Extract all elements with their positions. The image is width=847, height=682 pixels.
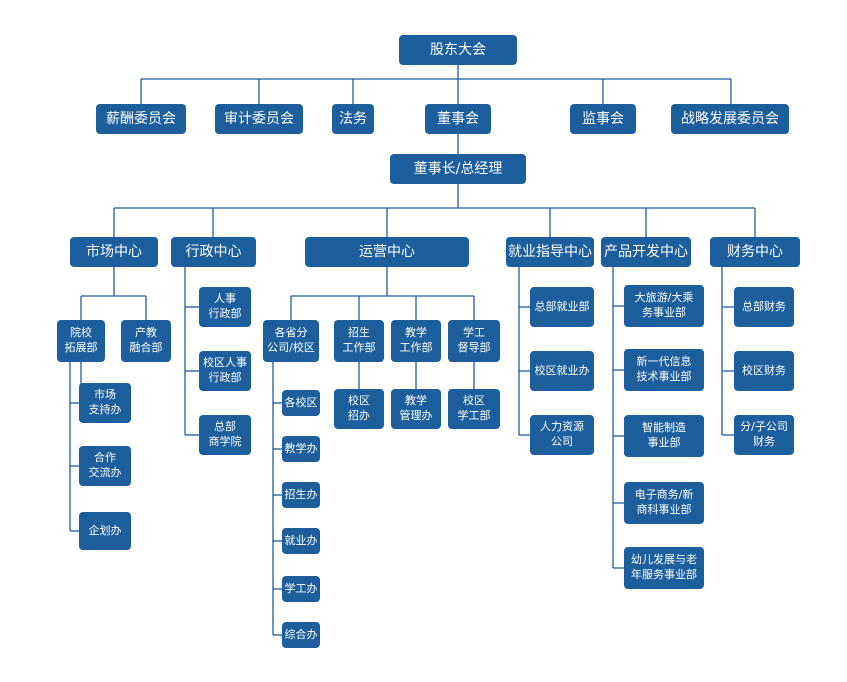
node-business-school: 总部 商学院	[199, 415, 251, 455]
node-campus-office: 教学办	[282, 436, 320, 462]
node-it-division: 新一代信息 技术事业部	[624, 349, 704, 391]
center-operation: 运营中心	[305, 237, 469, 267]
node-board: 董事会	[425, 104, 491, 134]
node-hr-admin: 人事 行政部	[199, 287, 251, 327]
center-product: 产品开发中心	[601, 237, 691, 267]
node-teach-dept: 教学 工作部	[391, 320, 441, 362]
node-student-dept: 学工 督导部	[448, 320, 500, 362]
node-provincial-branches: 各省分 公司/校区	[263, 320, 319, 362]
node-college-expansion: 院校 拓展部	[57, 320, 105, 362]
node-subsidiary-finance: 分/子公司 财务	[734, 415, 794, 455]
node-shareholders: 股东大会	[399, 35, 517, 65]
node-travel-division: 大旅游/大乘 务事业部	[624, 285, 704, 327]
node-planning: 企划办	[79, 512, 131, 550]
node-campus-student: 校区 学工部	[448, 389, 500, 429]
node-campus-enroll: 校区 招办	[334, 389, 384, 429]
node-campus-employment: 校区就业办	[530, 351, 594, 391]
node-campus-office: 各校区	[282, 390, 320, 416]
node-supervisory: 监事会	[570, 104, 636, 134]
center-admin: 行政中心	[171, 237, 256, 267]
node-campus-office: 学工办	[282, 576, 320, 602]
node-teach-mgmt: 教学 管理办	[391, 389, 441, 429]
node-campus-office: 就业办	[282, 528, 320, 554]
node-legal: 法务	[332, 104, 374, 134]
node-hr-company: 人力资源 公司	[530, 415, 594, 455]
node-enroll-dept: 招生 工作部	[334, 320, 384, 362]
node-campus-hr: 校区人事 行政部	[199, 351, 251, 391]
node-ecommerce-division: 电子商务/新 商科事业部	[624, 482, 704, 524]
node-manufacturing-division: 智能制造 事业部	[624, 415, 704, 457]
node-chairman: 董事长/总经理	[390, 154, 526, 184]
node-campus-office: 招生办	[282, 482, 320, 508]
node-cooperation: 合作 交流办	[79, 446, 131, 486]
center-finance: 财务中心	[710, 237, 800, 267]
center-market: 市场中心	[70, 237, 158, 267]
node-industry-integration: 产教 融合部	[121, 320, 171, 362]
node-hq-finance: 总部财务	[734, 287, 794, 327]
node-market-support: 市场 支持办	[79, 383, 131, 423]
node-hq-employment: 总部就业部	[530, 287, 594, 327]
node-campus-office: 综合办	[282, 622, 320, 648]
node-campus-finance: 校区财务	[734, 351, 794, 391]
node-strategy-committee: 战略发展委员会	[671, 104, 789, 134]
center-employment: 就业指导中心	[506, 237, 594, 267]
node-audit-committee: 审计委员会	[215, 104, 303, 134]
node-salary-committee: 薪酬委员会	[96, 104, 186, 134]
node-childcare-division: 幼儿发展与老 年服务事业部	[624, 547, 704, 589]
